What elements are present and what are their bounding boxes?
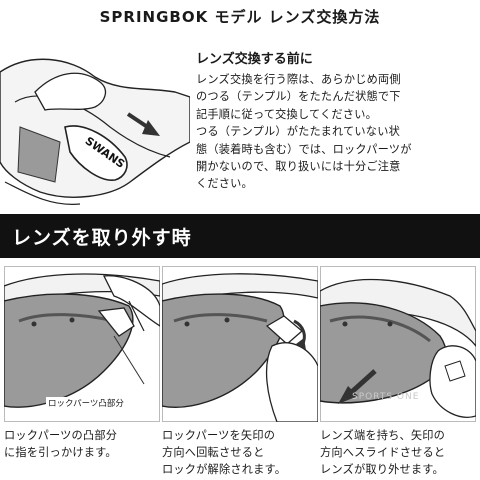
- step-3: レンズ端を持ち、矢印の 方向へスライドさせると レンズが取り外せます。: [320, 266, 476, 478]
- section-title: レンズを取り外す時: [12, 227, 192, 249]
- rotate-arrow-icon: [293, 319, 306, 350]
- step-1-illustration: [4, 266, 160, 422]
- section-banner: レンズを取り外す時: [0, 214, 480, 258]
- slide-arrow-icon: [338, 369, 377, 404]
- step-3-caption: レンズ端を持ち、矢印の 方向へスライドさせると レンズが取り外せます。: [320, 429, 446, 476]
- lock-part-callout: ロックパーツ凸部分: [46, 397, 126, 409]
- direction-arrow-icon: [126, 112, 160, 136]
- step-2-illustration: [162, 266, 318, 422]
- page-title: SPRINGBOK モデル レンズ交換方法: [99, 8, 381, 26]
- intro-body: レンズ交換を行う際は、あらかじめ両側 のつる（テンプル）をたたんだ状態で下 記手…: [196, 73, 412, 191]
- step-1-caption: ロックパーツの凸部分 に指を引っかけます。: [4, 429, 118, 459]
- step-1: ロックパーツの凸部分 に指を引っかけます。: [4, 266, 160, 461]
- step-3-illustration: [320, 266, 476, 422]
- step-2: ロックパーツを矢印の 方向へ回転させると ロックが解除されます。: [162, 266, 318, 478]
- intro-heading: レンズ交換する前に: [196, 52, 313, 67]
- watermark: SPORTS ONE: [352, 392, 420, 402]
- step-2-caption: ロックパーツを矢印の 方向へ回転させると ロックが解除されます。: [162, 429, 287, 476]
- temple-folding-illustration: SWANS: [0, 32, 190, 207]
